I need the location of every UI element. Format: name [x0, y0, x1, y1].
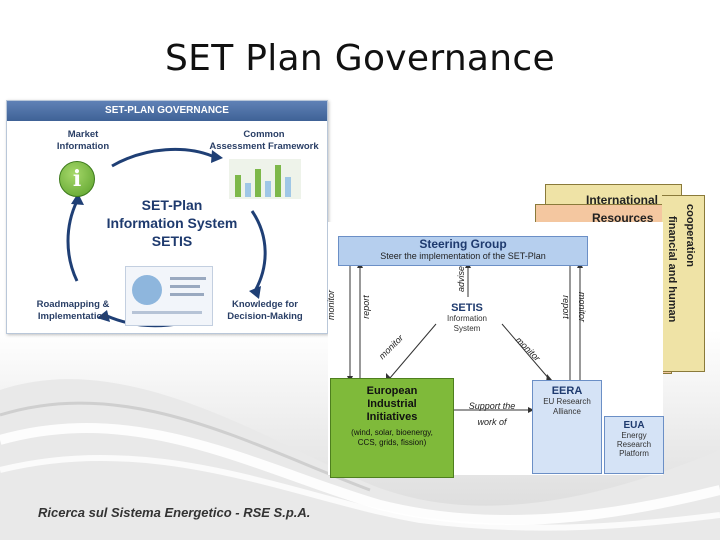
eua-title: EUA	[623, 420, 645, 431]
footer-text: Ricerca sul Sistema Energetico - RSE S.p…	[38, 505, 311, 520]
support-label: Support the work of	[458, 398, 526, 430]
steering-group-subtitle: Steer the implementation of the SET-Plan	[380, 251, 546, 261]
common-framework-label-line1: Common	[243, 129, 285, 140]
setis-node: SETIS Information System	[432, 302, 502, 334]
advise-label: advise	[456, 265, 467, 293]
document-thumbnail	[125, 266, 213, 326]
steering-group-box: Steering Group Steer the implementation …	[338, 236, 588, 266]
steering-group-title: Steering Group	[419, 237, 507, 251]
eera-sub-line2: Alliance	[552, 407, 581, 416]
assessment-chart-thumbnail	[229, 159, 301, 199]
knowledge-label-line1: Knowledge for	[232, 299, 298, 310]
info-icon-glyph: i	[72, 166, 82, 192]
vertical-financial-label: financial and human	[666, 216, 678, 323]
roadmapping-label-line2: Implementation	[37, 311, 109, 322]
panel-header: SET-PLAN GOVERNANCE	[7, 101, 327, 121]
eu-title-line2: Industrial	[367, 398, 417, 410]
report-right-label: report	[560, 295, 571, 319]
eu-sub-line1: (wind, solar, bioenergy,	[351, 428, 433, 437]
cooperation-strip: cooperation financial and human	[662, 195, 705, 372]
setis-center-line1: SET-Plan	[141, 197, 203, 213]
support-line2: work of	[477, 417, 507, 427]
eera-title: EERA	[551, 385, 583, 397]
market-information-label-line2: Information	[56, 141, 110, 152]
support-line1: Support the	[468, 401, 516, 411]
common-framework-label-line2: Assessment Framework	[209, 141, 319, 152]
info-icon: i	[59, 161, 95, 197]
eu-title-line3: Initiatives	[366, 411, 418, 423]
eu-sub-line2: CCS, grids, fission)	[357, 438, 427, 447]
market-information-label-line1: Market	[67, 129, 99, 140]
vertical-cooperation-label: cooperation	[684, 204, 696, 267]
slide-title: SET Plan Governance	[165, 38, 555, 79]
resources-label: Resources	[592, 211, 654, 225]
international-label: International	[586, 193, 659, 207]
setis-title: SETIS	[451, 302, 483, 314]
eua-box: EUA Energy Research Platform	[604, 416, 664, 474]
eua-sub-line3: Platform	[619, 449, 649, 458]
monitor-right-label: monitor	[577, 291, 588, 323]
setis-subtitle-line2: System	[453, 324, 481, 333]
eu-title-line1: European	[366, 385, 418, 397]
roadmapping-label-line1: Roadmapping &	[36, 299, 110, 310]
report-left-label: report	[360, 295, 371, 319]
knowledge-label-line2: Decision-Making	[227, 311, 303, 322]
setis-center-line2: Information System	[106, 215, 238, 231]
eua-sub-line2: Research	[616, 440, 652, 449]
european-industrial-initiatives-box: European Industrial Initiatives (wind, s…	[330, 378, 454, 478]
setis-subtitle-line1: Information	[446, 314, 488, 323]
eera-sub-line1: EU Research	[543, 397, 591, 406]
eera-box: EERA EU Research Alliance	[532, 380, 602, 474]
set-plan-governance-panel: SET-PLAN GOVERNANCE Market Information C…	[6, 100, 328, 334]
setis-center-line3: SETIS	[151, 233, 193, 249]
eua-sub-line1: Energy	[621, 431, 647, 440]
monitor-left-label: monitor	[326, 289, 337, 321]
